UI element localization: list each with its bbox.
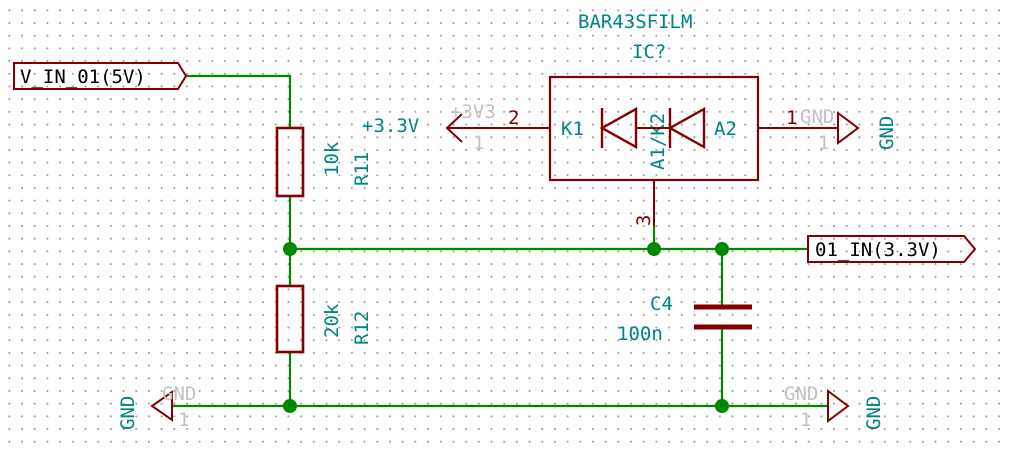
r12-ref: R12: [351, 311, 373, 345]
c4-ref: C4: [650, 293, 673, 315]
plus-3v3-pin: 1: [473, 132, 484, 154]
resistor-r11[interactable]: 10k R11: [275, 126, 373, 198]
gnd-right-value: GND: [876, 116, 898, 150]
power-gnd-bottom[interactable]: GND 1 GND: [784, 383, 885, 431]
wire-vin: [186, 74, 292, 128]
gnd-bottom-pin: 1: [800, 409, 811, 431]
junction-cap-top: [715, 242, 729, 256]
power-plus-3v3[interactable]: +3.3V +3V3 1: [362, 101, 496, 154]
junction-ic-pin3: [647, 242, 661, 256]
gnd-bottom-ghost: GND: [784, 383, 818, 405]
gnd-left-ghost: GND: [162, 383, 196, 405]
ic-pin-a1k2-name: A1/K2: [647, 113, 669, 170]
resistor-r12[interactable]: 20k R12: [275, 284, 373, 354]
ic-bar43sfilm[interactable]: BAR43SFILM IC? 2 1 3 K1 A2 A1/K2: [490, 11, 818, 226]
r11-ref: R11: [351, 152, 373, 186]
r11-value: 10k: [321, 141, 343, 176]
junction-r11-r12: [283, 242, 297, 256]
ic-pin-a2-name: A2: [714, 118, 737, 140]
plus-3v3-ghost: +3V3: [450, 101, 496, 123]
gnd-bottom-value: GND: [863, 396, 885, 430]
junction-r12-gnd: [283, 399, 297, 413]
gnd-right-ghost: GND: [800, 106, 834, 128]
ic-ref: IC?: [632, 41, 666, 63]
ic-pin2-num: 2: [508, 107, 519, 129]
ic-pin1-num: 1: [786, 107, 797, 129]
diode-symbols: [599, 106, 706, 150]
power-gnd-right[interactable]: GND 1 GND: [800, 106, 898, 154]
junctions: [283, 242, 729, 413]
gnd-left-value: GND: [117, 396, 139, 430]
hier-label-vin-text: V_IN_01(5V): [20, 66, 146, 88]
hier-label-out[interactable]: 01_IN(3.3V): [807, 235, 977, 263]
ic-part-name: BAR43SFILM: [578, 11, 692, 33]
r12-value: 20k: [321, 303, 343, 338]
junction-cap-gnd: [715, 399, 729, 413]
ic-pin-k1-name: K1: [561, 118, 584, 140]
hier-label-vin[interactable]: V_IN_01(5V): [13, 62, 188, 90]
plus-3v3-value: +3.3V: [362, 115, 419, 137]
capacitor-c4[interactable]: C4 100n: [617, 293, 752, 345]
power-gnd-left[interactable]: GND 1 GND: [117, 383, 196, 431]
c4-value: 100n: [617, 323, 663, 345]
hier-label-out-text: 01_IN(3.3V): [815, 239, 941, 261]
gnd-right-pin: 1: [818, 132, 829, 154]
ic-pin3-num: 3: [633, 215, 655, 226]
gnd-left-pin: 1: [178, 409, 189, 431]
